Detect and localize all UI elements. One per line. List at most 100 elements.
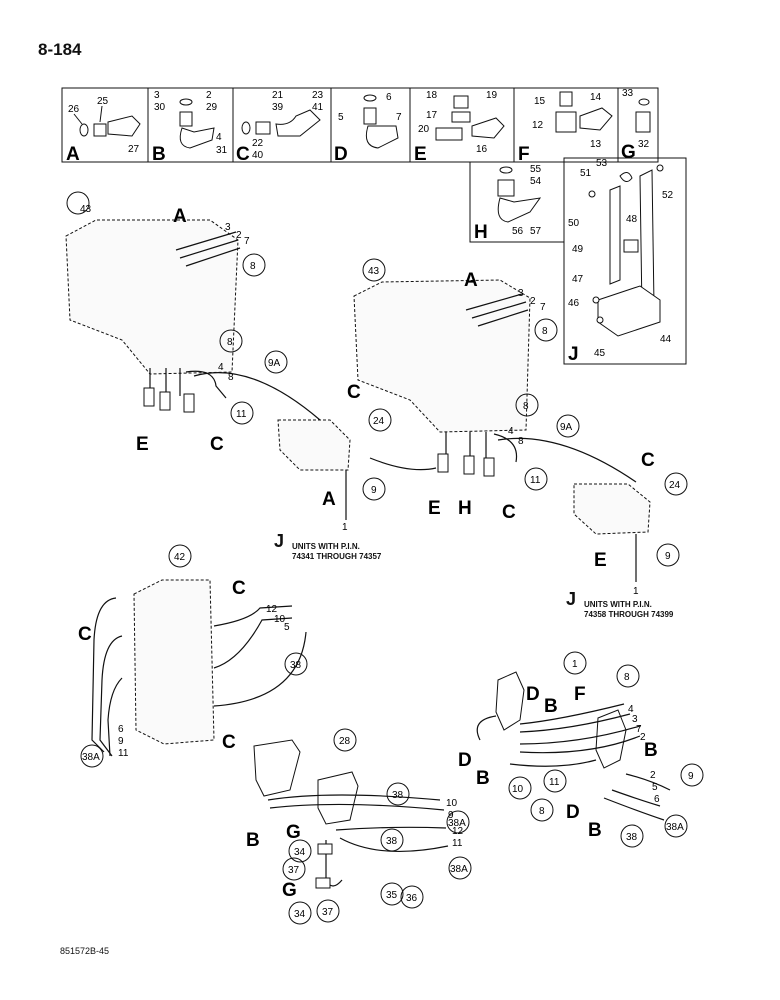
- inset-callout: 12: [532, 120, 544, 131]
- inset-callout: 19: [486, 90, 498, 101]
- inset-callout: 48: [626, 214, 638, 225]
- inset-callout: 21: [272, 90, 284, 101]
- inset-callout: 5: [338, 112, 344, 123]
- auxiliary-block-42: [133, 579, 215, 745]
- inset-callout: 2: [206, 90, 212, 101]
- units-note-line2: 74358 THROUGH 74399: [584, 610, 674, 619]
- inset-row: [61, 87, 659, 163]
- inset-callout: 26: [68, 104, 80, 115]
- inset-a: A 26 25 27: [66, 96, 141, 165]
- callout: 6: [118, 724, 124, 735]
- callout: 7: [244, 236, 250, 247]
- callout: 34: [294, 909, 306, 920]
- units-note-line1: UNITS WITH P.I.N.: [584, 600, 652, 609]
- letter-label: B: [588, 820, 602, 841]
- inset-callout: 27: [128, 144, 140, 155]
- callout: 7: [540, 302, 546, 313]
- inset-callout: 25: [97, 96, 109, 107]
- letter-label: G: [286, 822, 301, 843]
- inset-callout: 40: [252, 150, 264, 161]
- callout: 43: [368, 266, 380, 277]
- callout: 5: [284, 622, 290, 633]
- inset-j: J 53 51 52 50 48 49 47 46 45 44: [563, 157, 687, 365]
- inset-callout: 55: [530, 164, 542, 175]
- inset-callout: 31: [216, 145, 228, 156]
- pilot-valve-block: [277, 419, 351, 471]
- callout: 9: [448, 810, 454, 821]
- inset-callout: 3: [154, 90, 160, 101]
- inset-callout: 54: [530, 176, 542, 187]
- callout: 38A: [666, 822, 684, 833]
- callout: 9: [371, 485, 377, 496]
- inset-callout: 7: [396, 112, 402, 123]
- letter-label: D: [566, 802, 580, 823]
- inset-callout: 16: [476, 144, 488, 155]
- callout: 2: [530, 296, 536, 307]
- callout: 8: [250, 261, 256, 272]
- inset-letter: A: [66, 144, 80, 165]
- callout: 12: [452, 826, 464, 837]
- inset-callout: 57: [530, 226, 542, 237]
- inset-letter: B: [152, 144, 166, 165]
- units-note-early: J UNITS WITH P.I.N. 74341 THROUGH 74357: [274, 532, 382, 562]
- inset-callout: 46: [568, 298, 580, 309]
- inset-callout: 32: [638, 139, 650, 150]
- callout: 8: [539, 806, 545, 817]
- callout: 11: [452, 838, 463, 849]
- inset-callout: 45: [594, 348, 606, 359]
- units-note-letter: J: [274, 531, 285, 551]
- letter-label: B: [544, 696, 558, 717]
- callout: 2: [236, 230, 242, 241]
- pilot-control-right: [595, 709, 627, 769]
- pilot-control-right: [317, 771, 359, 825]
- callout: 1: [572, 659, 578, 670]
- units-note-late: J UNITS WITH P.I.N. 74358 THROUGH 74399: [566, 590, 674, 620]
- letter-label: A: [322, 489, 336, 510]
- letter-label: E: [136, 434, 149, 455]
- inset-d: D 6 5 7: [334, 92, 402, 165]
- callout: 7: [636, 724, 642, 735]
- inset-callout: 33: [622, 88, 634, 99]
- inset-row-frame: [61, 87, 659, 163]
- inset-callout: 13: [590, 139, 602, 150]
- callout: 38A: [448, 818, 466, 829]
- units-note-line2: 74341 THROUGH 74357: [292, 552, 382, 561]
- callout: 37: [322, 907, 334, 918]
- letter-label: C: [78, 624, 92, 645]
- callout: 5: [652, 782, 658, 793]
- inset-letter: J: [568, 344, 579, 365]
- inset-c: C 21 39 23 41 22 40: [236, 90, 324, 165]
- page-number: 8-184: [38, 40, 82, 59]
- pilot-control-left: [495, 671, 525, 731]
- inset-j-frame: [563, 157, 687, 365]
- inset-letter: F: [518, 144, 530, 165]
- inset-callout: 4: [216, 132, 222, 143]
- letter-label: A: [464, 270, 478, 291]
- inset-callout: 51: [580, 168, 592, 179]
- callout: 37: [288, 865, 300, 876]
- inset-letter: H: [474, 222, 488, 243]
- inset-callout: 52: [662, 190, 674, 201]
- inset-callout: 39: [272, 102, 284, 113]
- inset-e: E 18 19 17 20 16: [414, 90, 505, 165]
- callout: 38: [392, 790, 404, 801]
- letter-label: A: [173, 206, 187, 227]
- letter-label: B: [476, 768, 490, 789]
- callout: 4: [218, 362, 224, 373]
- callout: 11: [118, 748, 129, 759]
- inset-callout: 50: [568, 218, 580, 229]
- control-valve-block: [353, 279, 531, 433]
- callout: 11: [530, 475, 541, 486]
- pilot-control-left: [253, 739, 301, 797]
- callout: 8: [518, 436, 524, 447]
- inset-callout: 14: [590, 92, 602, 103]
- units-note-line1: UNITS WITH P.I.N.: [292, 542, 360, 551]
- valve-assembly-late: 43 3 2 7 8 A 8 4 8 9A 11 24 9 E H C C E …: [353, 258, 688, 597]
- callout: 11: [236, 409, 247, 420]
- inset-h: H 55 54 56 57: [469, 161, 565, 243]
- callout: 3: [632, 714, 638, 725]
- callout: 34: [294, 847, 306, 858]
- letter-label: D: [458, 750, 472, 771]
- auxiliary-valve-block: 42 12 10 5 38 6 9 11 38A C C C: [78, 544, 308, 768]
- letter-label: C: [347, 382, 361, 403]
